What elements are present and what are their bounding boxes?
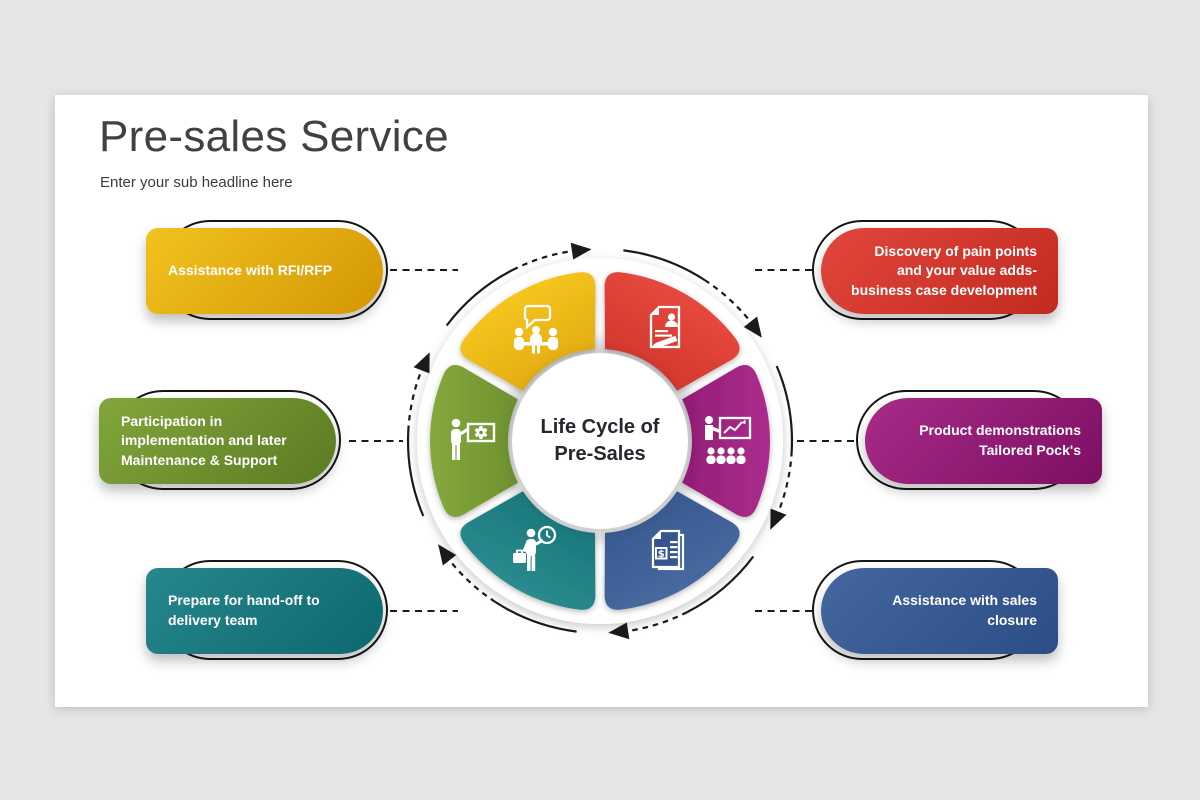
node-label: Assistance with sales closure [892,592,1037,628]
node-pill: Participation in implementation and late… [99,398,336,484]
node-pill: Assistance with sales closure [821,568,1058,654]
node-product-demonstrations: Product demonstrations Tailored Pock's [856,390,1102,494]
node-pill: Prepare for hand-off to delivery team [146,568,383,654]
page-title: Pre-sales Service [99,112,449,161]
page-subtitle: Enter your sub headline here [100,174,293,191]
cycle-center-hub: Life Cycle of Pre-Sales [512,353,688,529]
node-label: Product demonstrations Tailored Pock's [919,422,1081,458]
handoff-icon [513,525,557,571]
presentation-icon [705,416,752,464]
node-prepare-handoff: Prepare for hand-off to delivery team [146,560,392,664]
cycle-center-label: Life Cycle of Pre-Sales [540,416,660,465]
training-icon [451,418,496,460]
dollar-glyph: $ [658,549,665,560]
contract-icon [649,305,681,349]
node-assistance-rfi-rfp: Assistance with RFI/RFP [146,220,392,324]
node-label: Participation in implementation and late… [121,412,287,468]
node-discovery-pain-points: Discovery of pain points and your value … [812,220,1058,324]
invoice-icon: $ [651,529,685,571]
node-assistance-sales-closure: Assistance with sales closure [812,560,1058,664]
meeting-icon [514,304,558,354]
node-label: Discovery of pain points and your value … [851,242,1037,298]
node-pill: Product demonstrations Tailored Pock's [865,398,1102,484]
node-pill: Discovery of pain points and your value … [821,228,1058,314]
node-label: Assistance with RFI/RFP [168,262,333,279]
node-label: Prepare for hand-off to delivery team [168,592,320,628]
node-pill: Assistance with RFI/RFP [146,228,383,314]
node-participation-implementation: Participation in implementation and late… [99,390,345,494]
